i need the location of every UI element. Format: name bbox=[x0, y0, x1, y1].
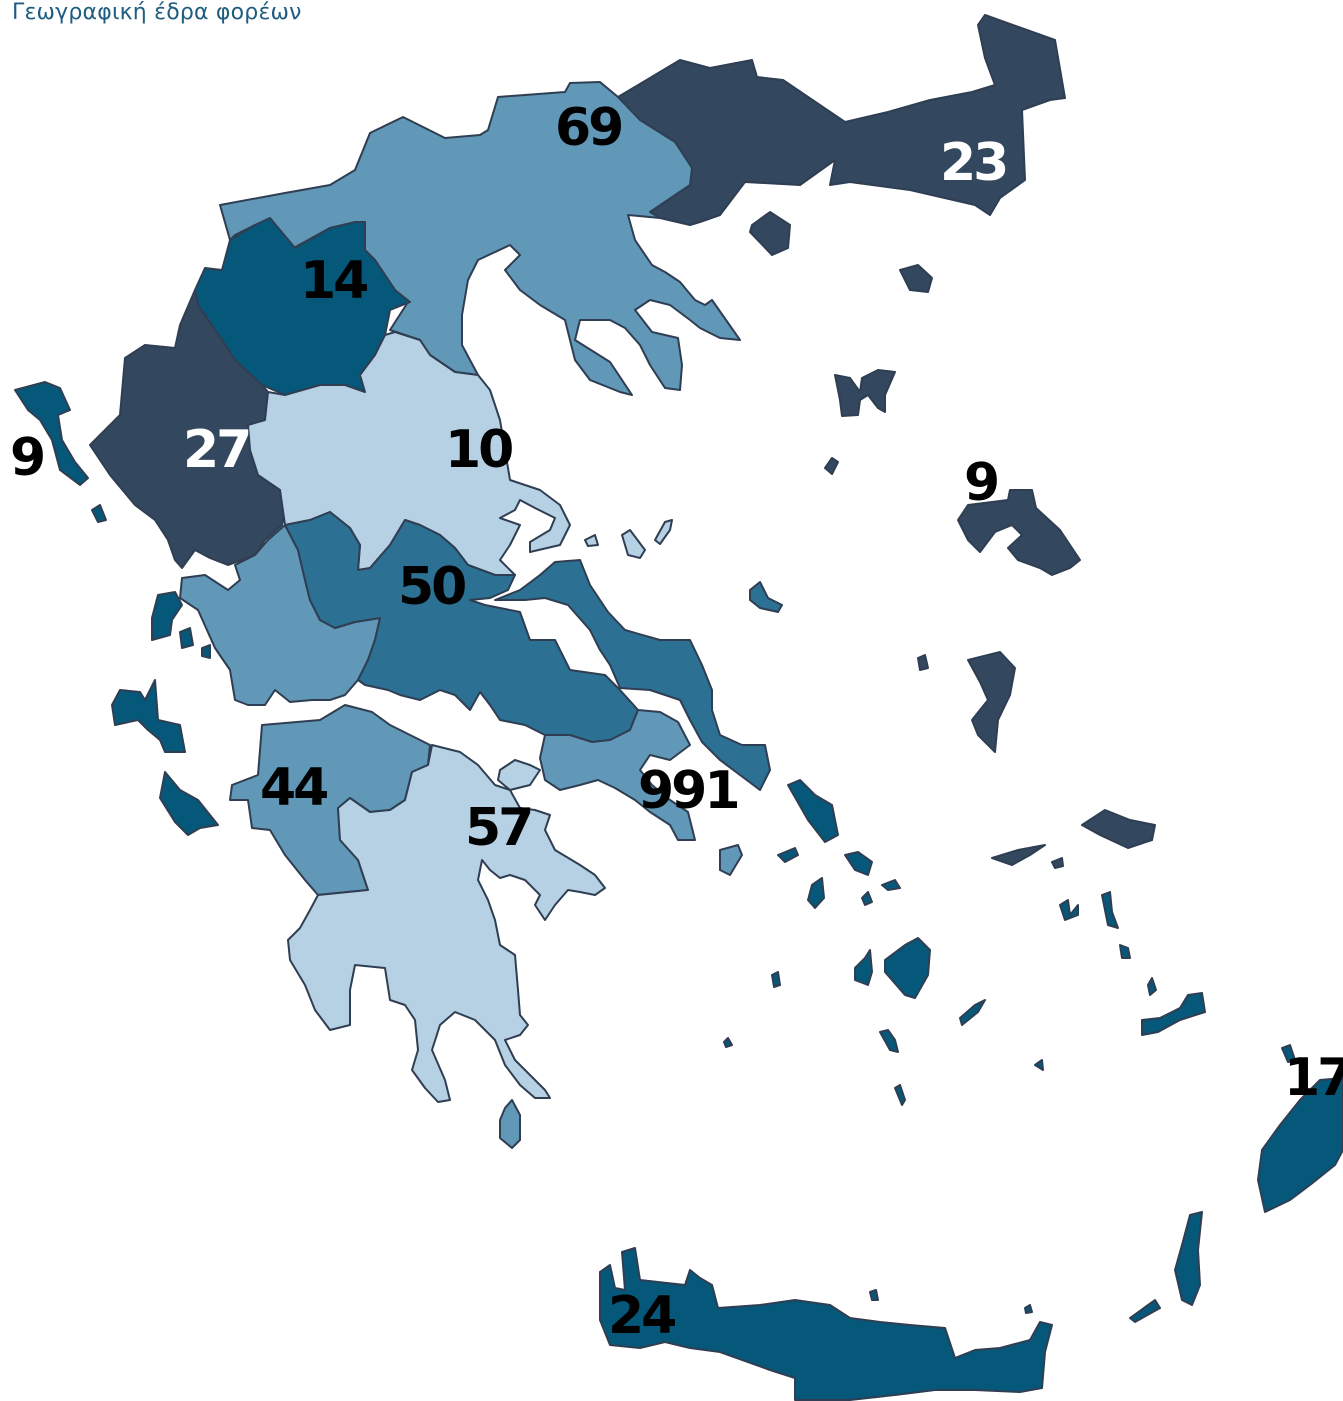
label-kriti: 24 bbox=[608, 1286, 675, 1346]
island-dia[interactable] bbox=[1024, 1304, 1033, 1314]
island-lesvos[interactable] bbox=[957, 489, 1081, 576]
region-attiki[interactable] bbox=[539, 709, 696, 841]
island-samos[interactable] bbox=[1081, 809, 1156, 849]
island-ikaria[interactable] bbox=[991, 844, 1046, 866]
label-kentriki-makedonia: 69 bbox=[555, 98, 621, 158]
island-gavdos[interactable] bbox=[869, 1289, 879, 1301]
island-paros[interactable] bbox=[854, 949, 873, 986]
label-anatoliki-makedonia-thraki: 23 bbox=[940, 133, 1006, 193]
region-kriti[interactable] bbox=[599, 1247, 1053, 1401]
island-paxoi[interactable] bbox=[91, 504, 107, 523]
island-ithaki[interactable] bbox=[179, 627, 194, 649]
island-kythira[interactable] bbox=[499, 1099, 521, 1149]
island-psara[interactable] bbox=[917, 654, 929, 671]
island-tinos[interactable] bbox=[844, 851, 873, 876]
island-leros[interactable] bbox=[1101, 891, 1119, 929]
island-naxos[interactable] bbox=[884, 937, 931, 999]
island-rodos[interactable] bbox=[1257, 1077, 1343, 1213]
label-peloponnisos: 57 bbox=[465, 798, 531, 858]
island-kasos[interactable] bbox=[1129, 1299, 1161, 1323]
island-agios-efstratios[interactable] bbox=[824, 457, 839, 475]
island-kefalonia[interactable] bbox=[111, 679, 186, 753]
island-amorgos[interactable] bbox=[959, 999, 986, 1026]
island-alonissos[interactable] bbox=[654, 519, 673, 545]
label-dytiki-ellada: 44 bbox=[260, 758, 327, 818]
region-anatoliki-makedonia-thraki[interactable] bbox=[617, 14, 1066, 226]
island-milos[interactable] bbox=[723, 1037, 733, 1048]
island-ios[interactable] bbox=[879, 1029, 899, 1053]
island-kythnos[interactable] bbox=[807, 877, 825, 909]
island-kos[interactable] bbox=[1141, 992, 1206, 1036]
island-serifos[interactable] bbox=[771, 971, 781, 988]
island-kerkyra[interactable] bbox=[14, 381, 89, 486]
island-patmos[interactable] bbox=[1059, 899, 1079, 921]
island-mykonos[interactable] bbox=[881, 879, 901, 891]
island-kea[interactable] bbox=[777, 847, 799, 863]
island-fournoi[interactable] bbox=[1051, 857, 1064, 869]
map-title: Γεωγραφική έδρα φορέων bbox=[12, 0, 302, 25]
island-samothraki[interactable] bbox=[899, 264, 933, 293]
label-voreio-aigaio: 9 bbox=[964, 453, 997, 513]
island-limnos[interactable] bbox=[834, 369, 896, 417]
island-nisyros[interactable] bbox=[1147, 977, 1157, 996]
island-thasos[interactable] bbox=[749, 211, 791, 256]
label-thessalia: 10 bbox=[445, 420, 512, 480]
label-attiki: 991 bbox=[638, 761, 738, 821]
label-sterea-ellada: 50 bbox=[398, 557, 465, 617]
island-astypalaia[interactable] bbox=[1034, 1059, 1044, 1071]
island-evia[interactable] bbox=[494, 559, 771, 791]
island-zakynthos[interactable] bbox=[159, 771, 219, 836]
island-meganisi[interactable] bbox=[201, 644, 211, 659]
island-skopelos[interactable] bbox=[621, 529, 646, 559]
island-skiathos[interactable] bbox=[584, 534, 599, 547]
island-karpathos[interactable] bbox=[1174, 1211, 1203, 1306]
label-ipeiros: 27 bbox=[183, 420, 249, 480]
island-santorini[interactable] bbox=[894, 1084, 906, 1106]
island-symi[interactable] bbox=[1281, 1044, 1296, 1063]
region-peloponnisos[interactable] bbox=[287, 744, 606, 1103]
island-lefkada[interactable] bbox=[151, 591, 183, 641]
island-syros[interactable] bbox=[861, 891, 873, 906]
island-aegina[interactable] bbox=[719, 844, 743, 876]
label-notio-aigaio: 17 bbox=[1284, 1048, 1343, 1108]
island-andros[interactable] bbox=[787, 779, 839, 843]
island-skyros[interactable] bbox=[749, 581, 783, 613]
peloponnisos-argolida-coast[interactable] bbox=[497, 759, 541, 791]
island-chios[interactable] bbox=[967, 651, 1016, 753]
label-ionia-nisia: 9 bbox=[10, 428, 43, 488]
island-kalymnos[interactable] bbox=[1119, 944, 1131, 959]
label-dytiki-makedonia: 14 bbox=[300, 251, 367, 311]
